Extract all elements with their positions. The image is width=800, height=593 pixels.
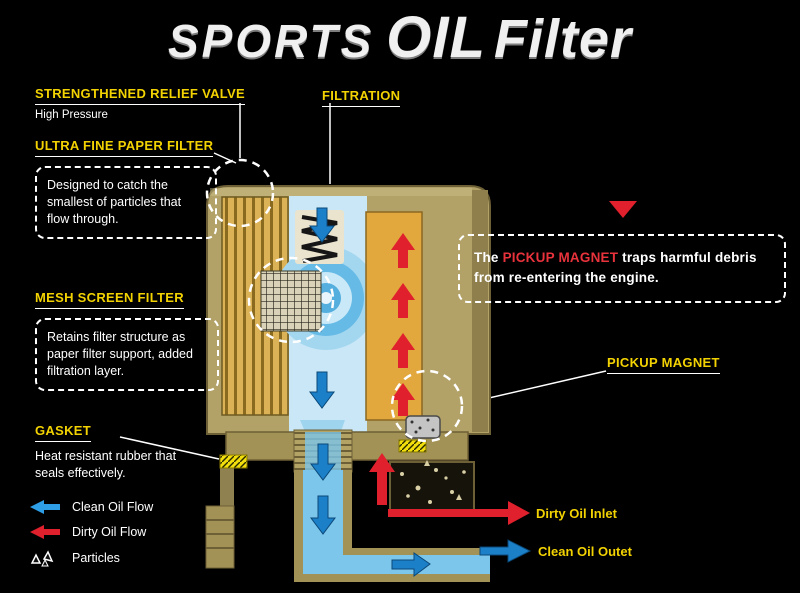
- logo-word-sports: SPORTS: [167, 15, 375, 67]
- legend: Clean Oil Flow Dirty Oil Flow Particles: [28, 499, 153, 576]
- logo-word-oil: OIL: [386, 5, 486, 70]
- pickup-magnet-highlight-circle: [390, 369, 464, 443]
- relief-valve-subtitle: High Pressure: [35, 109, 108, 121]
- note-highlight: PICKUP MAGNET: [502, 250, 619, 265]
- mesh-filter-callout: MESH SCREEN FILTER Retains filter struct…: [35, 289, 219, 391]
- legend-label: Dirty Oil Flow: [72, 525, 147, 539]
- paper-filter-description: Designed to catch the smallest of partic…: [35, 166, 217, 239]
- paper-filter-title: ULTRA FINE PAPER FILTER: [35, 138, 214, 157]
- relief-valve-title: STRENGTHENED RELIEF VALVE: [35, 86, 245, 105]
- particles-icon: [30, 550, 54, 567]
- pickup-magnet-title: PICKUP MAGNET: [607, 355, 720, 374]
- highlight-circles: [205, 158, 464, 443]
- note-rest: traps harmful debris from re-entering th…: [474, 250, 757, 286]
- legend-row-dirty-oil: Dirty Oil Flow: [28, 524, 153, 540]
- mesh-screen-highlight-circle: [247, 256, 335, 344]
- outlet-pipe: [294, 470, 490, 582]
- paper-filter-callout: ULTRA FINE PAPER FILTER Designed to catc…: [35, 137, 217, 239]
- note-lead: The: [474, 250, 503, 265]
- logo-word-filter: Filter: [493, 9, 632, 69]
- down-arrow-icon: [609, 201, 637, 218]
- clean-oil-flow-icon: [30, 500, 60, 514]
- gasket-callout: GASKET Heat resistant rubber that seals …: [35, 422, 205, 482]
- paper-filter-pleats: [221, 196, 289, 416]
- clean-oil-outlet-label: Clean Oil Outet: [538, 544, 632, 559]
- filter-base: [225, 429, 469, 473]
- dirty-oil-flow-icon: [30, 525, 60, 539]
- mesh-screen: [260, 270, 322, 332]
- particles-chamber: [389, 460, 475, 513]
- mesh-filter-title: MESH SCREEN FILTER: [35, 290, 184, 309]
- pickup-magnet: [405, 415, 441, 439]
- gasket-description: Heat resistant rubber that seals effecti…: [35, 449, 177, 480]
- legend-row-particles: Particles: [28, 549, 153, 567]
- gasket-title: GASKET: [35, 423, 91, 442]
- filter-can-body: [206, 185, 491, 435]
- pickup-magnet-callout: PICKUP MAGNET: [607, 354, 720, 374]
- left-fitting: [205, 468, 235, 569]
- filtration-title: FILTRATION: [322, 88, 401, 107]
- clean-oil-swirl: [274, 196, 378, 434]
- gasket-seal-left: [219, 454, 248, 469]
- filtration-callout: FILTRATION: [322, 87, 401, 107]
- relief-valve-callout: STRENGTHENED RELIEF VALVE High Pressure: [35, 85, 245, 121]
- pickup-magnet-note: The PICKUP MAGNET traps harmful debris f…: [458, 234, 786, 303]
- legend-row-clean-oil: Clean Oil Flow: [28, 499, 153, 515]
- dirty-oil-inlet-label: Dirty Oil Inlet: [536, 506, 617, 521]
- gasket-seal-right: [398, 439, 427, 453]
- legend-label: Particles: [72, 551, 120, 565]
- legend-label: Clean Oil Flow: [72, 500, 154, 514]
- relief-valve-spring: [295, 210, 344, 264]
- filtration-media: [365, 211, 423, 421]
- mesh-filter-description: Retains filter structure as paper filter…: [35, 318, 219, 391]
